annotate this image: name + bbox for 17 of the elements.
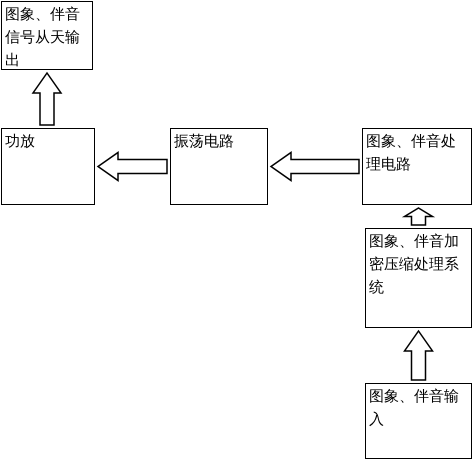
process-box [1,128,95,205]
box-label: 振荡电路 [174,131,235,152]
box-label: 图象、伴音加密压缩处理系统 [369,231,460,298]
block-arrow [32,72,62,126]
box-label: 图象、伴音处理电路 [366,131,457,175]
block-arrow [403,330,434,381]
process-box [1,1,93,70]
process-box [170,128,268,205]
block-arrow [96,151,168,182]
box-label: 功放 [5,131,36,152]
box-label: 图象、伴音输入 [369,386,460,430]
block-arrow [402,207,436,226]
process-box [362,128,472,205]
process-box [365,228,472,328]
box-label: 图象、伴音信号从天输出 [5,4,81,71]
process-box [365,383,472,459]
block-arrow [270,151,360,182]
